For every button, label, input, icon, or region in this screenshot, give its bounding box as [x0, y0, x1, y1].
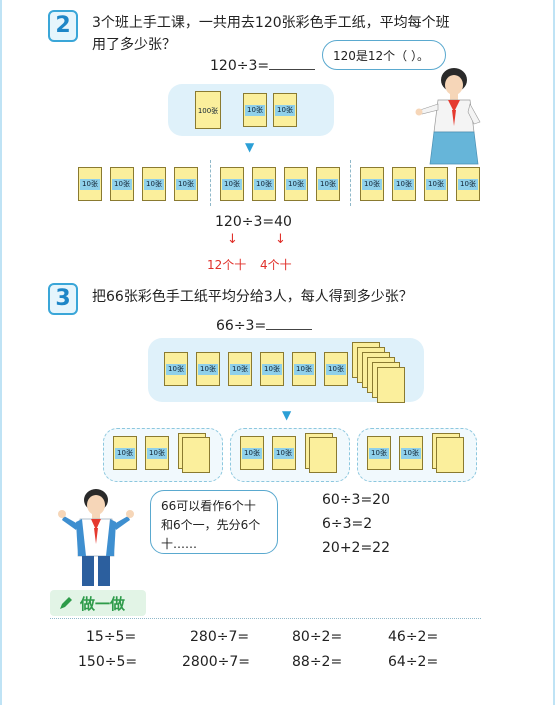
question-3-text: 把66张彩色手工纸平均分给3人，每人得到多少张？ — [92, 289, 413, 305]
packet-10: 10张 — [110, 167, 134, 201]
packet-10: 10张 — [164, 352, 188, 386]
group-divider — [350, 160, 351, 206]
pencil-icon — [60, 597, 72, 609]
loose-sheet — [436, 437, 464, 473]
bubble-line: 和6个一，先分6个 — [161, 518, 261, 532]
packet-10: 10张 — [392, 167, 416, 201]
practice-problem[interactable]: 2800÷7= — [182, 654, 250, 670]
q2-equation-result: 120÷3=40 — [215, 214, 292, 230]
packet-10: 10张 — [78, 167, 102, 201]
annotation-12-tens: 12个十 — [207, 258, 247, 272]
q2-equation-prompt: 120÷3= — [210, 57, 316, 74]
question-2-line2: 用了多少张？ — [92, 37, 176, 53]
question-2-line1: 3个班上手工课，一共用去120张彩色手工纸，平均每个班 — [92, 15, 450, 31]
packet-10: 10张 — [316, 167, 340, 201]
red-arrow-icon: ↓ — [275, 232, 286, 247]
packet-10: 10张 — [456, 167, 480, 201]
packet-10: 10张 — [228, 352, 252, 386]
packet-10: 10张 — [367, 436, 391, 470]
q3-speech-bubble: 66可以看作6个十 和6个一，先分6个 十…… — [150, 490, 278, 554]
q3-work-line-2: 6÷3=2 — [322, 516, 373, 532]
down-arrow-icon: ▼ — [245, 140, 255, 154]
practice-problem[interactable]: 80÷2= — [292, 629, 343, 645]
annotation-4-tens: 4个十 — [260, 258, 292, 272]
packet-10: 10张 — [145, 436, 169, 470]
down-arrow-icon: ▼ — [282, 408, 292, 422]
packet-10: 10张 — [142, 167, 166, 201]
packet-10: 10张 — [273, 93, 297, 127]
q3-work-line-3: 20+2=22 — [322, 540, 390, 556]
packet-10: 10张 — [260, 352, 284, 386]
packet-10: 10张 — [174, 167, 198, 201]
practice-problem[interactable]: 64÷2= — [388, 654, 439, 670]
section-divider — [50, 618, 481, 619]
question-2-badge: 2 — [48, 10, 78, 42]
answer-blank[interactable] — [269, 57, 316, 70]
packet-10: 10张 — [243, 93, 267, 127]
packet-10: 10张 — [196, 352, 220, 386]
packet-10: 10张 — [324, 352, 348, 386]
packet-10: 10张 — [220, 167, 244, 201]
group-divider — [210, 160, 211, 206]
practice-problem[interactable]: 46÷2= — [388, 629, 439, 645]
packet-100: 100张 — [195, 91, 221, 129]
practice-title: 做一做 — [80, 595, 126, 613]
packet-10: 10张 — [399, 436, 423, 470]
practice-problem[interactable]: 88÷2= — [292, 654, 343, 670]
q2-speech-bubble: 120是12个（ ）。 — [322, 40, 446, 70]
packet-10: 10张 — [360, 167, 384, 201]
question-3-badge: 3 — [48, 283, 78, 315]
packet-10: 10张 — [284, 167, 308, 201]
packet-10: 10张 — [113, 436, 137, 470]
practice-problem[interactable]: 280÷7= — [190, 629, 250, 645]
packet-10: 10张 — [272, 436, 296, 470]
loose-sheet — [377, 367, 405, 403]
loose-sheet — [182, 437, 210, 473]
bubble-line: 十…… — [161, 537, 198, 551]
practice-problem[interactable]: 150÷5= — [78, 654, 138, 670]
answer-blank[interactable] — [266, 317, 313, 330]
practice-problem[interactable]: 15÷5= — [86, 629, 137, 645]
loose-sheet — [309, 437, 337, 473]
packet-10: 10张 — [240, 436, 264, 470]
packet-10: 10张 — [292, 352, 316, 386]
boy-illustration — [58, 489, 134, 586]
packet-10: 10张 — [252, 167, 276, 201]
q3-work-line-1: 60÷3=20 — [322, 492, 390, 508]
practice-section-tag: 做一做 — [50, 590, 146, 616]
red-arrow-icon: ↓ — [227, 232, 238, 247]
teacher-illustration — [415, 68, 481, 165]
q3-equation-prompt: 66÷3= — [216, 317, 313, 334]
bubble-line: 66可以看作6个十 — [161, 499, 256, 513]
packet-10: 10张 — [424, 167, 448, 201]
